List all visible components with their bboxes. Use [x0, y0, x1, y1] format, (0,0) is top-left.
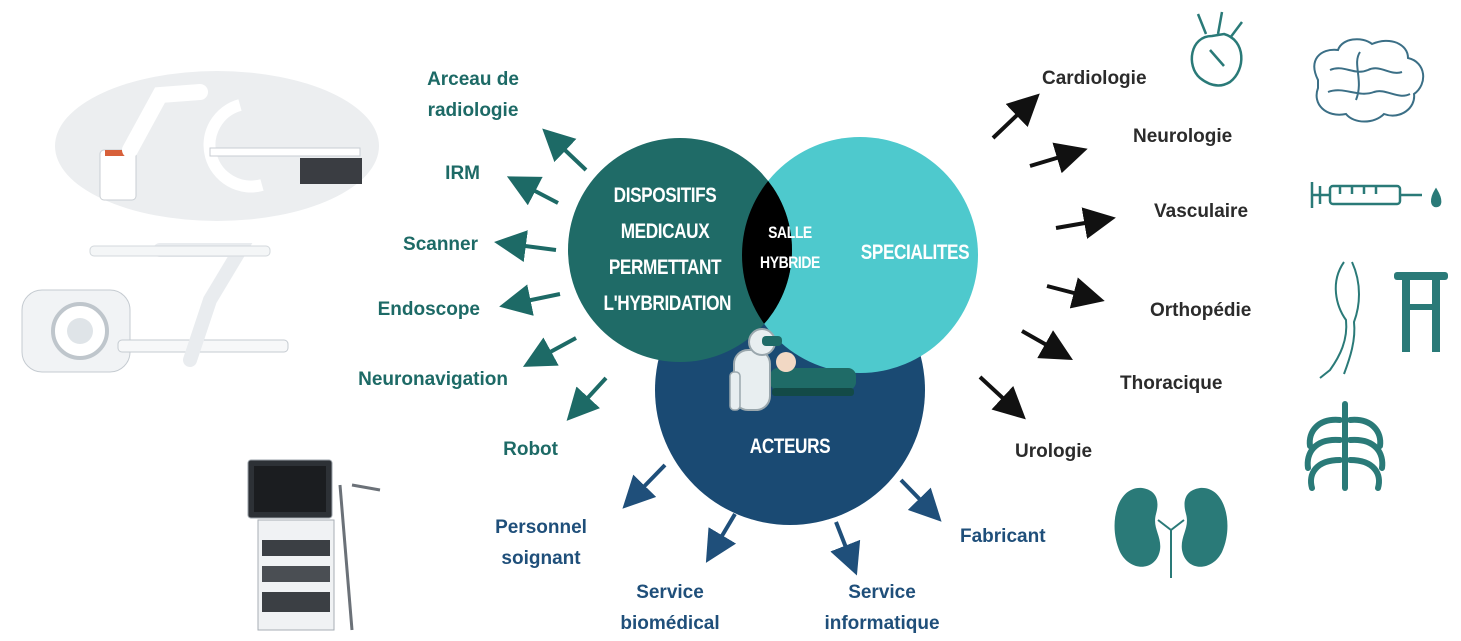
arrow-biomedical	[705, 512, 737, 563]
specialty-vasculaire: Vasculaire	[1154, 201, 1249, 222]
arrow-neuronavigation	[522, 336, 577, 367]
acteurs-label: ACTEURS	[749, 435, 831, 458]
specialty-neurologie: Neurologie	[1133, 126, 1233, 147]
leg-icon	[1319, 261, 1360, 379]
arrow-vasculaire	[1055, 207, 1116, 239]
surgeon-illustration	[729, 328, 856, 411]
arrow-informatique	[830, 521, 861, 576]
arrow-thoracique	[1021, 329, 1073, 360]
scanner-photo	[21, 243, 289, 373]
arrow-personnel	[622, 463, 667, 509]
actor-fabricant: Fabricant	[960, 526, 1046, 547]
arrow-fabricant	[899, 478, 942, 522]
device-neuronavigation: Neuronavigation	[358, 369, 508, 390]
specialty-urologie: Urologie	[1015, 441, 1093, 462]
arrow-orthopedie	[1046, 277, 1105, 309]
endoscopy-tower-photo	[247, 459, 381, 631]
arrow-irm	[506, 176, 559, 206]
syringe-icon	[1310, 182, 1442, 208]
specialites-label: SPECIALITES	[860, 241, 970, 264]
actor-informatique: Service informatique	[824, 582, 940, 634]
actor-biomedical: Service biomédical	[620, 582, 720, 634]
arrow-urologie	[978, 375, 1026, 420]
device-arceau: Arceau de radiologie	[427, 69, 519, 121]
device-arrows	[494, 128, 608, 421]
arrow-robot	[566, 376, 608, 421]
heart-icon	[1190, 11, 1243, 87]
arrow-arceau	[542, 128, 588, 172]
device-irm: IRM	[445, 163, 480, 184]
salle-hybride-label: SALLE HYBRIDE	[760, 223, 820, 272]
actor-personnel: Personnel soignant	[495, 517, 587, 569]
arrow-scanner	[494, 230, 557, 262]
device-endoscope: Endoscope	[377, 299, 480, 320]
specialty-arrows	[978, 93, 1116, 420]
device-scanner: Scanner	[403, 234, 478, 255]
crutches-icon	[1394, 272, 1448, 352]
ribcage-icon	[1304, 401, 1386, 491]
brain-icon	[1313, 38, 1424, 123]
specialty-cardiologie: Cardiologie	[1042, 68, 1147, 89]
arrow-neurologie	[1029, 142, 1088, 174]
arrow-cardiologie	[991, 93, 1040, 140]
dispositifs-label: DISPOSITIFS MEDICAUX PERMETTANT L'HYBRID…	[603, 184, 732, 315]
specialty-orthopedie: Orthopédie	[1150, 300, 1252, 321]
specialties-circle	[742, 137, 978, 373]
device-robot: Robot	[503, 439, 558, 460]
c-arm-photo	[55, 71, 379, 221]
devices-circle	[568, 138, 792, 362]
specialty-thoracique: Thoracique	[1120, 373, 1223, 394]
arrow-endoscope	[499, 284, 561, 316]
kidneys-icon	[1114, 487, 1228, 578]
actor-arrows	[622, 463, 942, 576]
